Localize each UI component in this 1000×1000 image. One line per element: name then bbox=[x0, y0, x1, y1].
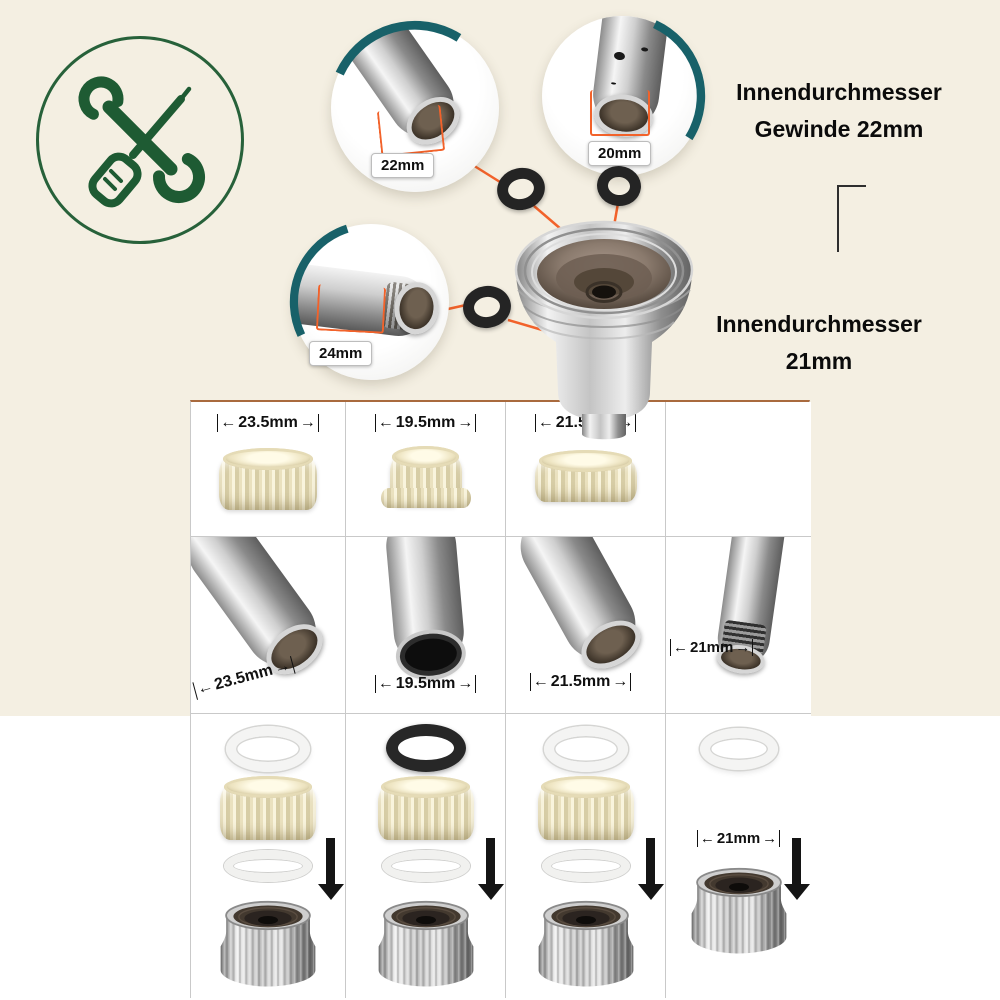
wrench-screwdriver-icon bbox=[78, 76, 205, 208]
dimension-label: 21.5mm bbox=[506, 673, 655, 691]
connector-photo bbox=[378, 900, 473, 987]
dimension-label: 21mm bbox=[697, 830, 780, 847]
annotation-line: 21mm bbox=[785, 348, 853, 374]
callout-ring bbox=[289, 220, 453, 384]
adapter-cell-2: 19.5mm bbox=[346, 402, 506, 537]
connector-photo bbox=[538, 900, 633, 987]
down-arrow-icon bbox=[326, 838, 335, 884]
measure-bracket bbox=[590, 90, 650, 136]
annotation-inner-21mm: Innendurchmesser 21mm bbox=[690, 306, 948, 380]
adapter-product-photo bbox=[503, 206, 705, 444]
down-arrow-icon bbox=[646, 838, 655, 884]
measure-bracket bbox=[376, 104, 446, 158]
faucet-cell-3: 21.5mm bbox=[506, 537, 666, 714]
adapter-photo bbox=[537, 776, 634, 840]
dimension-label: 19.5mm bbox=[346, 675, 505, 693]
annotation-line: Innendurchmesser bbox=[716, 311, 922, 337]
washer-photo bbox=[381, 850, 470, 882]
adapter-photo bbox=[380, 446, 471, 508]
dimension-value: 23.5mm bbox=[212, 661, 275, 694]
annotation-line: Innendurchmesser bbox=[736, 79, 942, 105]
dimension-value: 19.5mm bbox=[395, 414, 456, 431]
adapter-cell-3: 21.5mm bbox=[506, 402, 666, 537]
washer-photo bbox=[543, 726, 628, 772]
dimension-label: 23.5mm bbox=[192, 656, 295, 700]
down-arrow-icon bbox=[486, 838, 495, 884]
annotation-line: Gewinde 22mm bbox=[754, 116, 924, 142]
dimension-label: 19.5mm bbox=[375, 414, 477, 432]
adapter-illustration bbox=[514, 220, 694, 440]
faucet-cell-1: 23.5mm bbox=[191, 537, 346, 714]
adapter-photo bbox=[534, 450, 637, 502]
size-label: 24mm bbox=[309, 341, 373, 366]
adapter-cell-1: 23.5mm bbox=[191, 402, 346, 537]
adapter-photo bbox=[377, 776, 474, 840]
measure-bracket bbox=[315, 284, 387, 334]
size-label: 20mm bbox=[588, 141, 652, 166]
tools-badge bbox=[36, 36, 244, 244]
connector-photo bbox=[691, 867, 786, 954]
adapter-photo bbox=[220, 776, 316, 840]
faucet-cell-2: 19.5mm bbox=[346, 537, 506, 714]
callout-thread-24mm: 24mm bbox=[289, 220, 453, 384]
callout-ring bbox=[327, 20, 503, 196]
washer-photo bbox=[385, 724, 466, 772]
washer-photo bbox=[224, 850, 312, 882]
dimension-label: 21mm bbox=[670, 639, 753, 656]
dimension-value: 23.5mm bbox=[238, 414, 298, 431]
dimension-value: 19.5mm bbox=[395, 675, 456, 692]
callout-thread-22mm: 22mm bbox=[327, 20, 503, 196]
down-arrow-icon bbox=[792, 838, 801, 884]
dimension-value: 21mm bbox=[716, 830, 761, 847]
callout-ring bbox=[538, 12, 706, 180]
assembly-cell-4: 21mm bbox=[666, 714, 811, 998]
assembly-cell-2 bbox=[346, 714, 506, 998]
annotation-thread-22mm: Innendurchmesser Gewinde 22mm bbox=[700, 74, 978, 148]
washer-photo bbox=[226, 726, 310, 772]
size-label: 22mm bbox=[371, 153, 435, 178]
faucet-cell-4: 21mm bbox=[666, 537, 811, 714]
faucet-photo bbox=[191, 537, 330, 680]
washer-photo bbox=[699, 728, 778, 770]
faucet-photo bbox=[383, 537, 467, 670]
faucet-photo bbox=[507, 537, 649, 673]
dimension-value: 21.5mm bbox=[550, 673, 611, 690]
assembly-cell-3 bbox=[506, 714, 666, 998]
dimension-label: 23.5mm bbox=[217, 414, 319, 432]
washer-photo bbox=[541, 850, 630, 882]
connector-photo bbox=[220, 900, 316, 987]
callout-thread-20mm: 20mm bbox=[538, 12, 706, 180]
adapter-photo bbox=[219, 448, 317, 510]
dimension-value: 21mm bbox=[690, 639, 734, 656]
assembly-cell-1 bbox=[191, 714, 346, 998]
size-comparison-table: 23.5mm 19.5mm 21.5mm 23.5mm 19.5mm 21.5m… bbox=[190, 400, 811, 998]
